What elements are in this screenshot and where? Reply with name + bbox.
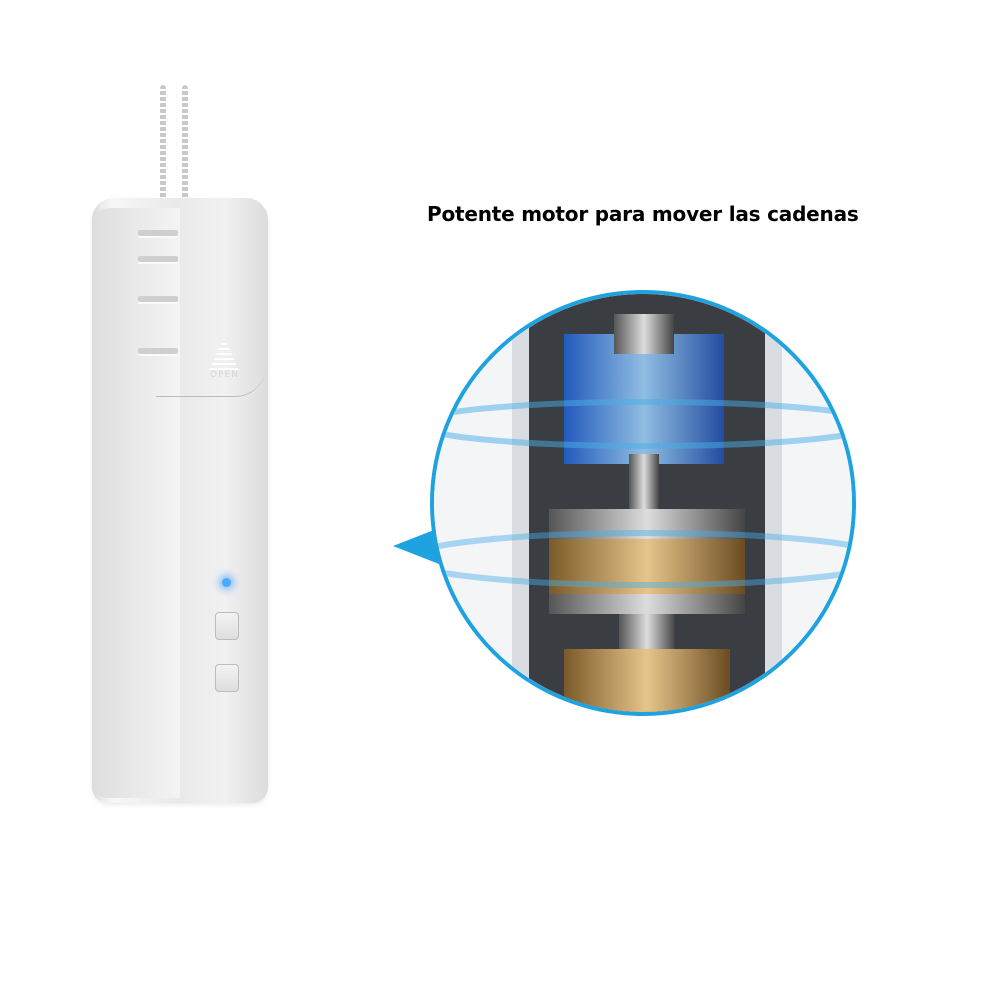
open-logo-icon — [209, 338, 239, 370]
bead-chain-left — [160, 85, 166, 210]
blind-motor-device: OPEN — [92, 198, 268, 803]
motion-swirl — [434, 399, 852, 449]
lid-seam — [156, 366, 266, 397]
motor-cutaway-illustration — [434, 294, 852, 712]
vent-slot — [138, 348, 178, 354]
open-logo-text: OPEN — [210, 370, 239, 380]
device-side-panel — [92, 208, 180, 798]
headline: Potente motor para mover las cadenas — [427, 202, 859, 226]
lower-shaft — [619, 614, 675, 654]
down-button[interactable] — [215, 664, 239, 692]
ring-plate — [549, 509, 745, 539]
lower-plate — [549, 594, 745, 614]
bead-chain-right — [182, 85, 188, 210]
motion-swirl — [434, 530, 852, 588]
motor-cutaway-callout — [430, 290, 856, 716]
status-led — [222, 578, 231, 587]
vent-slot — [138, 230, 178, 236]
copper-winding — [549, 539, 745, 599]
planetary-gearbox — [564, 334, 724, 464]
up-button[interactable] — [215, 612, 239, 640]
vent-slot — [138, 296, 178, 302]
motor-core — [564, 649, 730, 712]
center-shaft — [629, 454, 659, 514]
vent-slot — [138, 256, 178, 262]
output-shaft — [614, 314, 674, 354]
